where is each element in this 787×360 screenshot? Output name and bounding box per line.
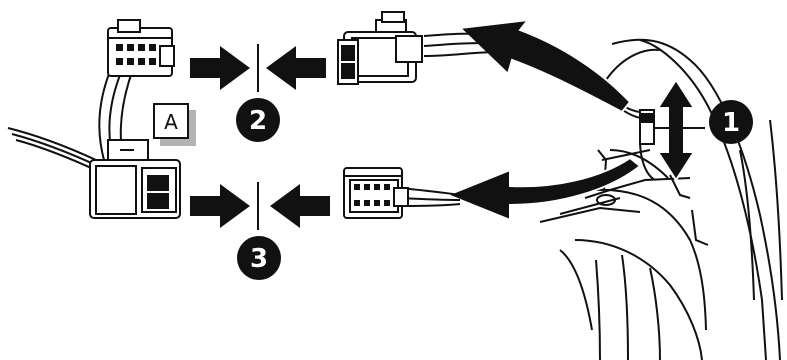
connector-upper-right [338,12,500,84]
connector-lower-right [344,168,460,218]
step-number-3: 3 [250,244,268,274]
label-box-a-text: A [164,110,178,134]
push-arrow-left [190,46,250,90]
step-number-2: 2 [249,106,267,136]
label-box-a: A [154,104,196,146]
step-badge-3: 3 [237,236,281,280]
step-badge-1: 1 [709,100,753,144]
step-badge-2: 2 [236,98,280,142]
wire-tail-left [8,128,100,172]
push-arrow-right [270,184,330,228]
connector-lower-left [90,140,180,218]
push-arrows-row-2 [190,44,326,92]
push-arrows-row-3 [190,182,330,230]
push-arrow-right [266,46,326,90]
step-number-1: 1 [722,108,740,138]
push-arrow-left [190,184,250,228]
double-headed-arrow [655,80,705,180]
